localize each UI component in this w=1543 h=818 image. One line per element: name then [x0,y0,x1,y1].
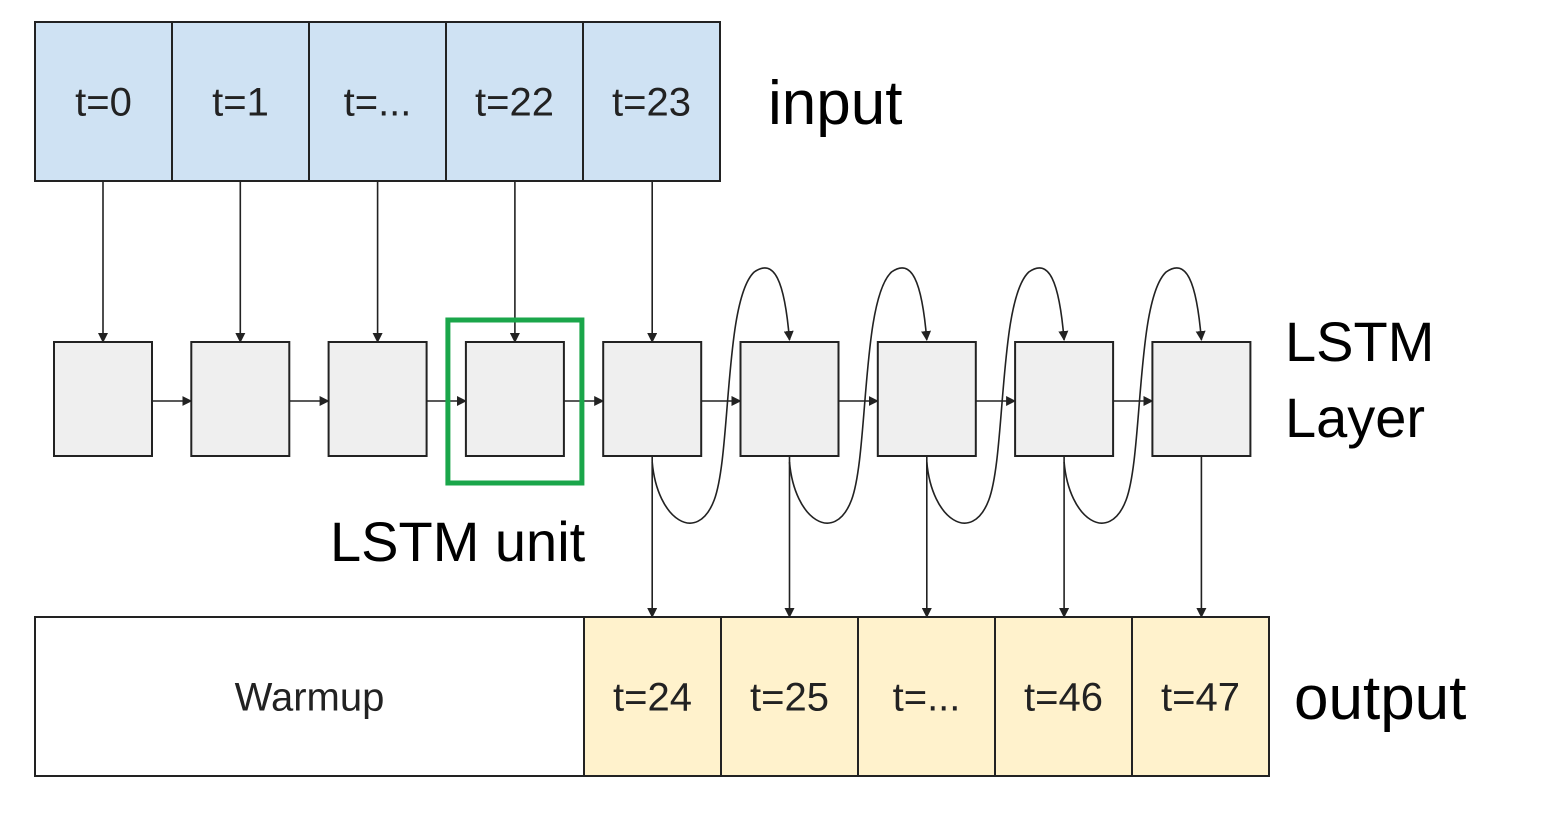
input-sequence: t=0 t=1 t=... t=22 t=23 [34,21,721,182]
input-cell-label: t=... [344,81,412,125]
output-cell-label: t=46 [1024,676,1103,720]
lstm-unit-highlight [445,317,585,486]
lstm-unit [53,341,153,457]
lstm-unit [1014,341,1115,457]
lstm-unit [464,341,565,457]
feedback-loop-arrow [788,267,932,524]
lstm-unit [327,341,428,457]
feedback-loop-arrow [651,267,794,524]
input-cell [445,21,584,182]
output-cell-label: t=25 [750,676,829,720]
output-cell [720,616,859,777]
input-cell-label: t=23 [612,81,691,125]
lstm-unit [190,341,291,457]
lstm-layer-label-line1: LSTM [1285,310,1434,373]
output-cell-label: t=47 [1161,676,1240,720]
input-cell-label: t=1 [212,81,269,125]
feedback-loop-arrow [926,267,1069,524]
input-cell [34,21,173,182]
lstm-unit [1151,341,1252,457]
lstm-layer-label-line2: Layer [1285,386,1425,449]
input-cell [582,21,721,182]
lstm-unit [739,341,840,457]
feedback-loop-arrow [1063,267,1206,524]
output-cell-label: t=24 [613,676,692,720]
output-label: output [1294,664,1466,733]
input-label: input [768,69,902,138]
warmup-label: Warmup [235,676,385,720]
connectors-group [98,181,1207,618]
lstm-layer-units [53,317,1252,486]
lstm-unit-label: LSTM unit [330,510,586,573]
input-cell [171,21,310,182]
output-sequence: Warmup t=24 t=25 t=... t=46 t=47 [34,616,1270,777]
input-cell-label: t=22 [475,81,554,125]
lstm-unit [602,341,703,457]
output-cell [994,616,1133,777]
output-cell-label: t=... [893,676,961,720]
input-cell-label: t=0 [75,81,132,125]
input-cell [308,21,447,182]
output-cell [1131,616,1270,777]
lstm-unit [876,341,977,457]
